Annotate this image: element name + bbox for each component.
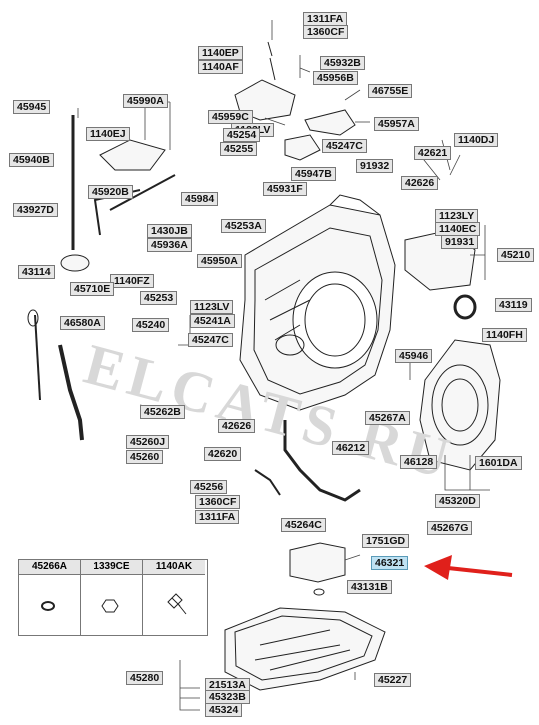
part-label[interactable]: 45320D — [435, 494, 480, 508]
part-label[interactable]: 45247C — [188, 333, 233, 347]
legend-cell[interactable]: 1140AK — [143, 560, 205, 635]
part-label-highlighted[interactable]: 46321 — [371, 556, 409, 570]
part-label[interactable]: 1751GD — [362, 534, 410, 548]
part-label[interactable]: 45931F — [263, 182, 307, 196]
part-label[interactable]: 43131B — [347, 580, 392, 594]
part-label[interactable]: 1601DA — [475, 456, 522, 470]
part-label[interactable]: 45710E — [70, 282, 115, 296]
part-label[interactable]: 45959C — [208, 110, 253, 124]
part-label[interactable]: 42626 — [218, 419, 256, 433]
part-label[interactable]: 45946 — [395, 349, 433, 363]
part-label[interactable]: 45945 — [13, 100, 51, 114]
part-label[interactable]: 1360CF — [195, 495, 241, 509]
part-label[interactable]: 46128 — [400, 455, 438, 469]
part-label[interactable]: 45267A — [365, 411, 410, 425]
part-label[interactable]: 45936A — [147, 238, 192, 252]
part-label[interactable]: 45254 — [223, 128, 261, 142]
part-label[interactable]: 45932B — [320, 56, 365, 70]
legend-code: 45266A — [19, 560, 80, 575]
part-label[interactable]: 42621 — [414, 146, 452, 160]
legend-cell[interactable]: 45266A — [19, 560, 81, 635]
transmission-case-drawing — [239, 194, 396, 411]
part-label[interactable]: 1140AF — [198, 60, 243, 74]
part-label[interactable]: 45260 — [126, 450, 164, 464]
part-label[interactable]: 43119 — [495, 298, 532, 312]
part-label[interactable]: 45256 — [190, 480, 228, 494]
part-label[interactable]: 45267G — [427, 521, 473, 535]
part-label[interactable]: 21513A — [205, 678, 250, 692]
part-label[interactable]: 1123LY — [435, 209, 479, 223]
part-label[interactable]: 1140FH — [482, 328, 527, 342]
part-label[interactable]: 45957A — [374, 117, 419, 131]
oil-pipe-drawing — [283, 420, 361, 502]
legend-code: 1140AK — [143, 560, 205, 575]
part-label[interactable]: 45920B — [88, 185, 133, 199]
part-label[interactable]: 42620 — [204, 447, 242, 461]
part-label[interactable]: 45324 — [205, 703, 243, 717]
part-label[interactable]: 1123LV — [190, 300, 234, 314]
part-label[interactable]: 45940B — [9, 153, 54, 167]
legend-code: 1339CE — [81, 560, 142, 575]
part-label[interactable]: 45247C — [322, 139, 367, 153]
part-label[interactable]: 1140EP — [198, 46, 243, 60]
part-label[interactable]: 45280 — [126, 671, 164, 685]
part-label[interactable]: 45262B — [140, 405, 185, 419]
dipstick-drawing — [27, 309, 84, 441]
legend-cell[interactable]: 1339CE — [81, 560, 143, 635]
part-label[interactable]: 43114 — [18, 265, 55, 279]
part-label[interactable]: 45947B — [291, 167, 336, 181]
part-label[interactable]: 1140DJ — [454, 133, 499, 147]
part-label[interactable]: 1430JB — [147, 224, 192, 238]
part-label[interactable]: 45950A — [197, 254, 242, 268]
part-label[interactable]: 46755E — [368, 84, 413, 98]
part-label[interactable]: 1140FZ — [110, 274, 154, 288]
part-label[interactable]: 45990A — [123, 94, 168, 108]
bolt-icon — [167, 593, 187, 615]
red-arrow-icon — [424, 555, 513, 580]
oil-filter-drawing — [289, 542, 346, 583]
part-label[interactable]: 45253A — [221, 219, 266, 233]
part-label[interactable]: 91931 — [441, 235, 479, 249]
converter-housing-drawing — [419, 339, 501, 471]
part-label[interactable]: 45264C — [281, 518, 326, 532]
part-label[interactable]: 46212 — [332, 441, 370, 455]
part-label[interactable]: 45323B — [205, 690, 250, 704]
part-label[interactable]: 46580A — [60, 316, 105, 330]
part-label[interactable]: 91932 — [356, 159, 394, 173]
part-label[interactable]: 45210 — [497, 248, 535, 262]
part-label[interactable]: 45260J — [126, 435, 170, 449]
part-label[interactable]: 42626 — [401, 176, 439, 190]
nut-icon — [101, 599, 119, 613]
part-label[interactable]: 43927D — [13, 203, 58, 217]
part-label[interactable]: 1140EJ — [86, 127, 130, 141]
part-label[interactable]: 45255 — [220, 142, 258, 156]
seal-43119-drawing — [453, 294, 477, 320]
part-label[interactable]: 45227 — [374, 673, 412, 687]
part-label[interactable]: 45956B — [313, 71, 358, 85]
part-label[interactable]: 1140EC — [435, 222, 481, 236]
part-label[interactable]: 1360CF — [303, 25, 349, 39]
part-label[interactable]: 1311FA — [303, 12, 348, 26]
washer-icon — [41, 601, 55, 611]
part-label[interactable]: 1311FA — [195, 510, 240, 524]
part-label[interactable]: 45241A — [190, 314, 235, 328]
part-label[interactable]: 45984 — [181, 192, 219, 206]
part-label[interactable]: 45253 — [140, 291, 178, 305]
fastener-legend: 45266A 1339CE 1140AK — [18, 559, 208, 636]
part-label[interactable]: 45240 — [132, 318, 170, 332]
